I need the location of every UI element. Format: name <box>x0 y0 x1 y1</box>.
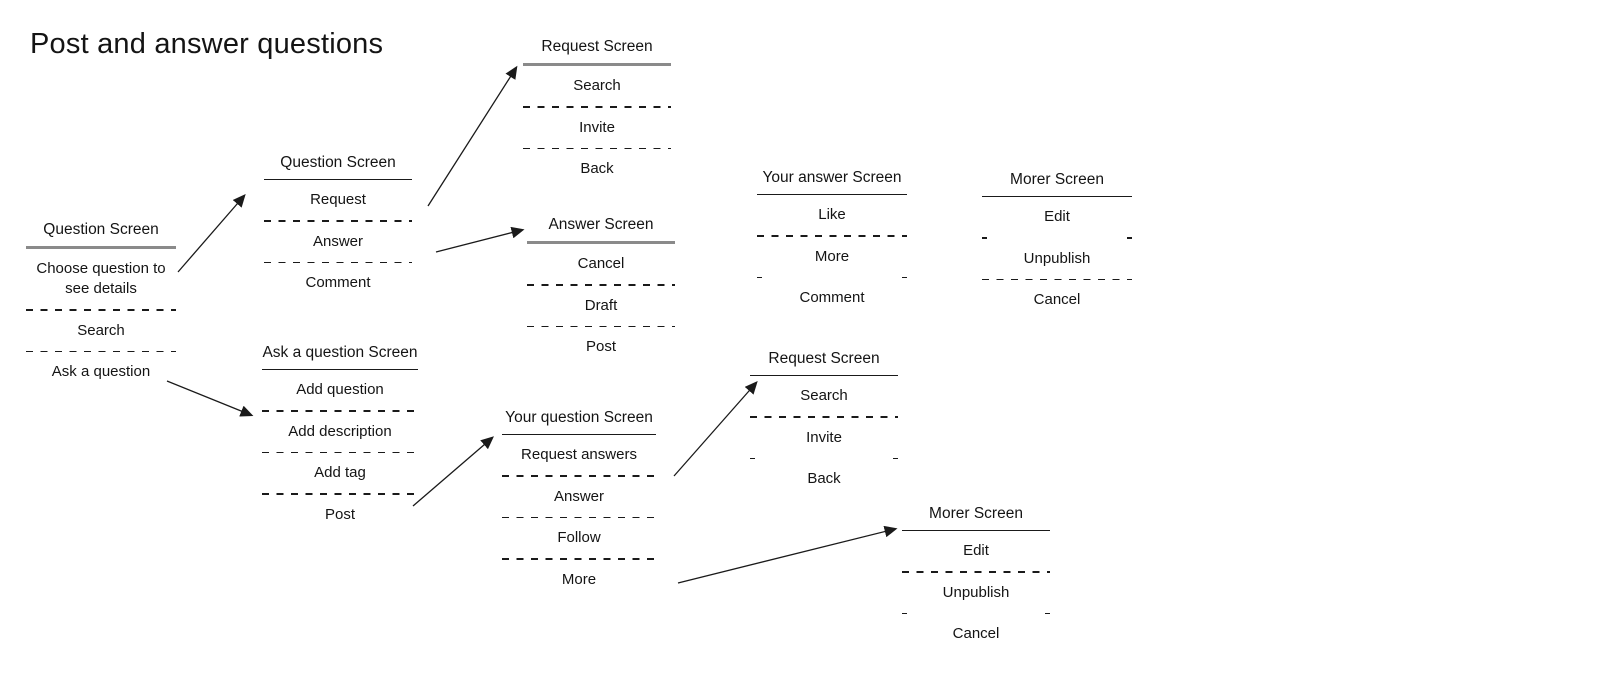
screen-action: Answer <box>312 232 364 250</box>
screen-title: Request Screen <box>523 37 671 66</box>
dashed-divider <box>527 284 675 286</box>
screen-action: Choose question to see details <box>36 260 166 297</box>
screen-action: Ask a question <box>51 363 151 381</box>
dashed-divider <box>757 276 907 279</box>
screen-morer-upper: Morer Screen Edit Unpublish Cancel <box>982 170 1132 320</box>
dashed-divider <box>757 235 907 237</box>
dashed-divider <box>264 220 412 222</box>
screen-action: Back <box>807 470 841 488</box>
screen-title: Morer Screen <box>982 170 1132 197</box>
screen-title: Answer Screen <box>527 215 675 244</box>
screen-action: Cancel <box>577 255 625 272</box>
screen-action: Search <box>800 387 848 404</box>
screen-your-answer: Your answer Screen Like More Comment <box>757 168 907 318</box>
screen-action: Back <box>580 160 614 178</box>
screen-action: Search <box>573 77 621 94</box>
screen-action: Comment <box>799 289 865 307</box>
screen-action: Answer <box>553 487 605 505</box>
dashed-divider <box>982 237 1132 239</box>
screen-title: Request Screen <box>750 349 898 376</box>
dashed-divider <box>262 451 418 454</box>
screen-answer: Answer Screen Cancel Draft Post <box>527 215 675 367</box>
dashed-divider <box>26 309 176 311</box>
screen-action: Unpublish <box>1023 249 1091 267</box>
arrow-ask-a-question-to-ask-screen <box>166 380 254 417</box>
dashed-divider <box>523 106 671 108</box>
page-title: Post and answer questions <box>30 28 384 60</box>
screen-your-question: Your question Screen Request answers Ans… <box>502 408 656 600</box>
screen-title: Your question Screen <box>502 408 656 435</box>
screen-action: Cancel <box>952 625 1000 643</box>
screen-action: Draft <box>584 296 618 314</box>
screen-question-detail: Question Screen Request Answer Comment <box>264 153 412 303</box>
screen-action: Invite <box>806 428 842 446</box>
screen-ask-a-question: Ask a question Screen Add question Add d… <box>262 343 418 535</box>
screen-action: More <box>814 247 850 265</box>
screen-action: Unpublish <box>942 583 1010 601</box>
dashed-divider <box>262 493 418 496</box>
screen-action: Invite <box>579 118 615 136</box>
screen-title: Morer Screen <box>902 504 1050 531</box>
dashed-divider <box>750 457 898 460</box>
screen-action: Post <box>324 506 355 524</box>
screen-action: Search <box>77 321 125 339</box>
screen-action: Edit <box>963 542 989 559</box>
dashed-divider <box>502 475 656 477</box>
screen-action: Like <box>818 206 846 223</box>
screen-action: Post <box>585 338 616 356</box>
screen-action: More <box>561 571 597 589</box>
screen-action: Add question <box>296 381 384 398</box>
dashed-divider <box>527 325 675 328</box>
dashed-divider <box>264 261 412 264</box>
arrow-request-to-request-screen-top <box>427 65 518 207</box>
screen-question-left: Question Screen Choose question to see d… <box>26 220 176 392</box>
arrow-choose-question-to-question-detail <box>177 194 246 273</box>
dashed-divider <box>523 147 671 150</box>
screen-action: Follow <box>557 529 601 547</box>
arrow-post-to-your-question-screen <box>412 436 494 507</box>
arrow-answer-to-answer-screen <box>435 226 525 253</box>
screen-action: Request <box>310 191 366 208</box>
screen-action: Request answers <box>521 446 637 463</box>
screen-action: Cancel <box>1033 291 1081 309</box>
screen-morer-lower: Morer Screen Edit Unpublish Cancel <box>902 504 1050 654</box>
dashed-divider <box>262 410 418 412</box>
dashed-divider <box>26 350 176 353</box>
screen-action: Edit <box>1044 208 1070 225</box>
screen-title: Ask a question Screen <box>262 343 418 370</box>
screen-action: Comment <box>305 274 371 292</box>
screen-title: Your answer Screen <box>757 168 907 195</box>
arrow-request-answers-to-request-screen-right <box>673 381 758 477</box>
dashed-divider <box>902 612 1050 615</box>
dashed-divider <box>502 516 656 519</box>
screen-title: Question Screen <box>264 153 412 180</box>
dashed-divider <box>750 416 898 418</box>
arrow-more-to-morer-screen-lower <box>677 525 898 584</box>
dashed-divider <box>982 278 1132 281</box>
screen-request-top: Request Screen Search Invite Back <box>523 37 671 189</box>
screen-action: Add tag <box>314 464 366 482</box>
screen-action: Add description <box>288 422 392 440</box>
dashed-divider <box>502 558 656 561</box>
screen-request-right: Request Screen Search Invite Back <box>750 349 898 499</box>
dashed-divider <box>902 571 1050 573</box>
screen-title: Question Screen <box>26 220 176 249</box>
